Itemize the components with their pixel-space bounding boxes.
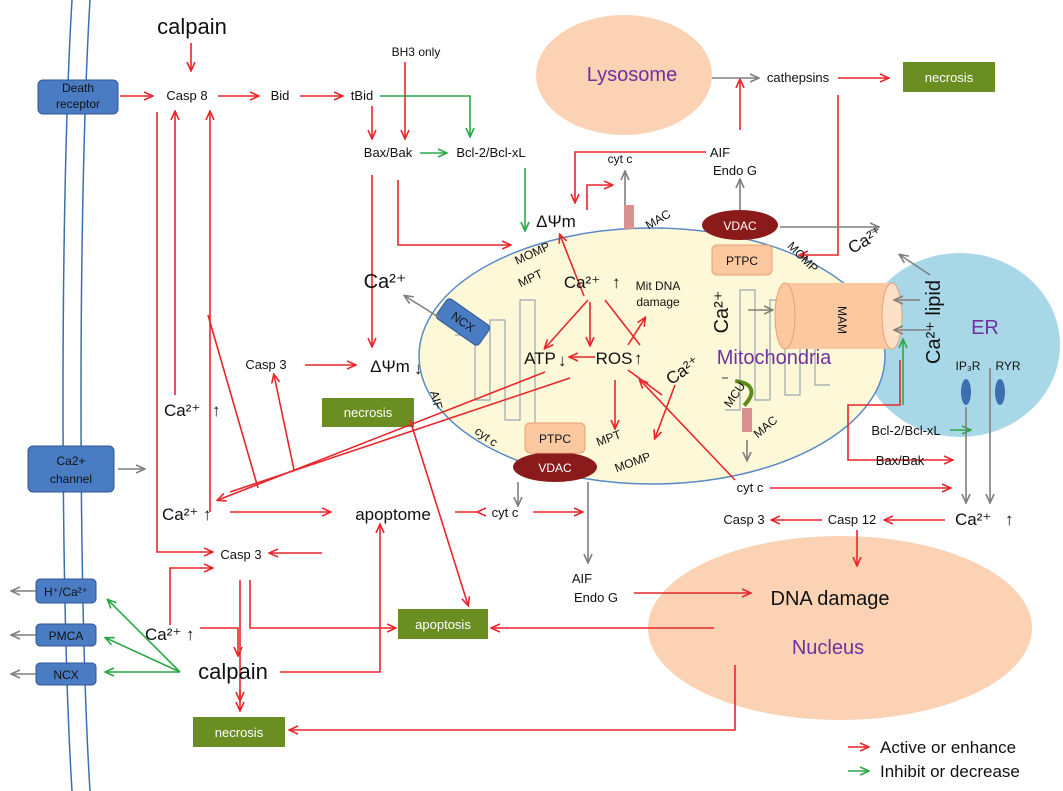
ca-channel-box: Ca2+ channel [27, 445, 115, 493]
ros-node: ROS [596, 349, 633, 368]
atp-node: ATP [524, 349, 556, 368]
h-ca-exchanger-box: H⁺/Ca²⁺ [35, 578, 97, 604]
endoplasmic-reticulum [860, 253, 1060, 437]
necrosis-box-top: necrosis [903, 62, 995, 92]
ca-mito: Ca²⁺ [564, 273, 600, 292]
ca-up-3-arrow: ↑ [186, 625, 195, 644]
ca-channel-label-2: channel [50, 472, 92, 486]
delta-psi-mito: ΔΨm [536, 212, 576, 231]
ca-er-out: Ca²⁺ [955, 510, 991, 529]
delta-psi-cytosol: ΔΨm [370, 357, 410, 376]
death-receptor-label-1: Death [62, 81, 94, 95]
apoptosis-label: apoptosis [415, 617, 471, 632]
vdac-bottom [513, 452, 597, 482]
aif-side: AIF [427, 389, 445, 411]
ca-lipid-label: Ca²⁺ lipid [923, 280, 945, 364]
mac-bottom-channel [742, 408, 752, 432]
er-label: ER [971, 317, 999, 339]
mcu-channel [734, 379, 754, 407]
activation-arrows [120, 43, 952, 730]
casp3-low-node: Casp 3 [220, 547, 261, 562]
vdac-top-label: VDAC [723, 219, 757, 233]
ca-up-2: Ca²⁺ [162, 505, 198, 524]
ptpc-top-label: PTPC [726, 254, 758, 268]
aif-bottom: AIF [572, 571, 592, 586]
casp8-node: Casp 8 [166, 88, 207, 103]
bh3-only-node: BH3 only [392, 45, 441, 59]
casp3-right-node: Casp 3 [723, 512, 764, 527]
mit-dna-line1: Mit DNA [636, 279, 681, 293]
calpain-top: calpain [157, 14, 227, 39]
bid-node: Bid [271, 88, 290, 103]
bax-bak-node: Bax/Bak [364, 145, 413, 160]
ca-er-out-arrow: ↑ [1005, 510, 1014, 529]
vdac-top [702, 210, 778, 240]
nucleus [648, 536, 1032, 720]
dna-damage-node: DNA damage [771, 588, 890, 610]
ca-mito-arrow: ↑ [612, 273, 621, 292]
ca-up-1: Ca²⁺ [164, 401, 200, 420]
lysosome-label: Lysosome [587, 64, 677, 86]
legend-activate-label: Active or enhance [880, 738, 1016, 757]
cytc-mid: cyt c [492, 505, 519, 520]
ca-left-mam: Ca²⁺ [711, 291, 733, 334]
mam-cylinder [774, 282, 903, 350]
ros-arrow: ↑ [634, 349, 643, 368]
delta-psi-cytosol-arrow: ↓ [414, 359, 423, 378]
apoptome-node: apoptome [355, 505, 431, 524]
death-receptor-box: Death receptor [37, 79, 119, 115]
cytc-top: cyt c [608, 152, 633, 166]
lysosome [536, 15, 712, 135]
mac-top-channel [624, 205, 634, 229]
ca-cytosol-left: Ca²⁺ [364, 271, 407, 293]
ip3r-channel [961, 379, 971, 405]
cytc-right: cyt c [737, 480, 764, 495]
ncx-label: NCX [53, 668, 78, 682]
necrosis-mid-label: necrosis [344, 405, 393, 420]
necrosis-box-mid: necrosis [322, 398, 414, 427]
bcl2-node: Bcl-2/Bcl-xL [456, 145, 525, 160]
endog-bottom: Endo G [574, 590, 618, 605]
ca-up-3: Ca²⁺ [145, 625, 181, 644]
ip3r-label: IP₃R [956, 359, 981, 373]
endog-top: Endo G [713, 163, 757, 178]
apoptosis-box: apoptosis [398, 609, 488, 639]
flux-arrows [12, 78, 990, 674]
ryr-label: RYR [995, 359, 1020, 373]
tbid-node: tBid [351, 88, 373, 103]
necrosis-bottom-label: necrosis [215, 725, 264, 740]
bcl2-right-node: Bcl-2/Bcl-xL [871, 423, 940, 438]
ptpc-top: PTPC [711, 244, 773, 276]
ptpc-bottom: PTPC [524, 422, 586, 454]
ca-channel-label-1: Ca2+ [56, 454, 85, 468]
aif-top: AIF [710, 145, 730, 160]
mam-label: MAM [835, 306, 849, 334]
casp12-node: Casp 12 [828, 512, 876, 527]
mitochondria-label: Mitochondria [717, 347, 832, 369]
h-ca-exchanger-label: H⁺/Ca²⁺ [44, 585, 88, 599]
cathepsins-node: cathepsins [767, 70, 830, 85]
necrosis-box-bottom: necrosis [193, 717, 285, 747]
ryr-channel [995, 379, 1005, 405]
legend-inhibit-label: Inhibit or decrease [880, 762, 1020, 781]
mit-dna-line2: damage [636, 295, 680, 309]
ptpc-bottom-label: PTPC [539, 432, 571, 446]
baxbak-right-node: Bax/Bak [876, 453, 925, 468]
casp3-mid-node: Casp 3 [245, 357, 286, 372]
ncx-box: NCX [35, 662, 97, 686]
atp-arrow: ↓ [558, 351, 567, 370]
death-receptor-label-2: receptor [56, 97, 100, 111]
nucleus-label: Nucleus [792, 637, 864, 659]
pmca-label: PMCA [49, 629, 84, 643]
inhibition-arrows [106, 95, 970, 672]
necrosis-top-label: necrosis [925, 70, 974, 85]
ca-up-1-arrow: ↑ [212, 401, 221, 420]
ca-up-2-arrow: ↑ [203, 505, 212, 524]
pmca-box: PMCA [35, 623, 97, 647]
calpain-bottom: calpain [198, 659, 268, 684]
vdac-bottom-label: VDAC [538, 461, 572, 475]
legend: Active or enhance Inhibit or decrease [848, 738, 1020, 781]
ca-top-right: Ca²⁺ [845, 223, 886, 258]
